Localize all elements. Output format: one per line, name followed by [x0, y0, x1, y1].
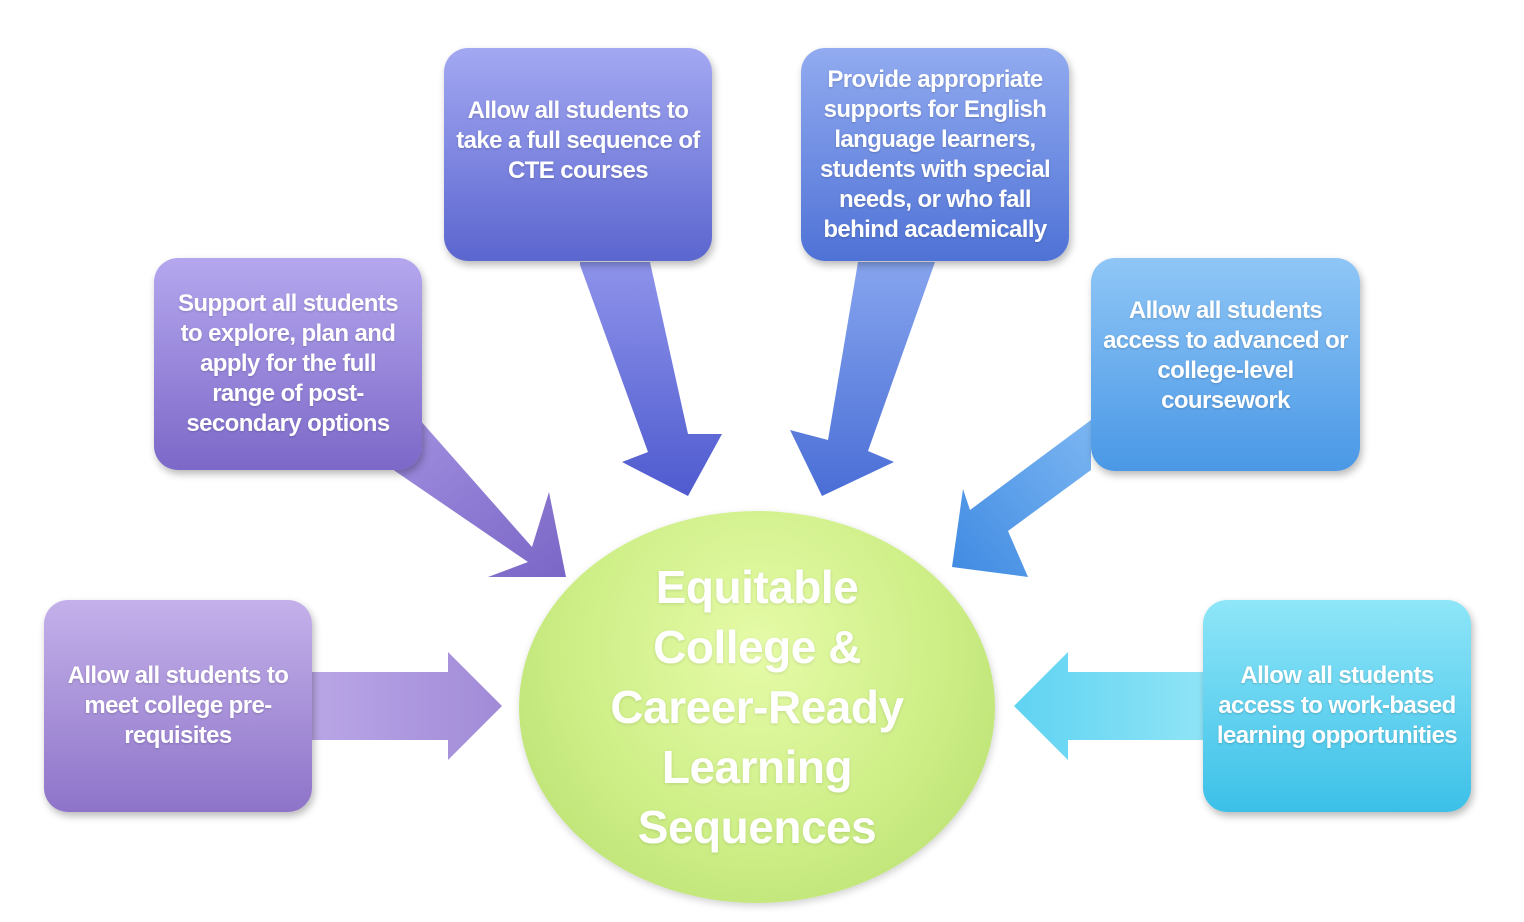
box-6-label: Allow all students access to work-based … [1216, 662, 1458, 749]
box-2-label: Support all students to explore, plan an… [177, 290, 399, 437]
box-meet-college-prerequisites: Allow all students to meet college pre-r… [44, 600, 312, 812]
box-appropriate-supports: Provide appropriate supports for English… [801, 48, 1069, 261]
box-work-based-learning: Allow all students access to work-based … [1203, 600, 1471, 812]
box-4-label: Provide appropriate supports for English… [819, 65, 1051, 243]
box-5-label: Allow all students access to advanced or… [1103, 296, 1348, 414]
arrow-3 [580, 262, 722, 496]
box-3-label: Allow all students to take a full sequen… [456, 96, 700, 184]
arrow-1 [312, 652, 502, 760]
center-circle: Equitable College & Career-Ready Learnin… [519, 511, 995, 903]
box-full-sequence-cte: Allow all students to take a full sequen… [444, 48, 712, 261]
box-explore-plan-apply: Support all students to explore, plan an… [154, 258, 422, 470]
center-label: Equitable College & Career-Ready Learnin… [610, 561, 904, 853]
box-advanced-coursework: Allow all students access to advanced or… [1091, 258, 1360, 471]
arrow-5 [952, 420, 1091, 577]
arrow-4 [790, 262, 935, 496]
arrow-6 [1014, 652, 1204, 760]
box-1-label: Allow all students to meet college pre-r… [67, 662, 289, 749]
